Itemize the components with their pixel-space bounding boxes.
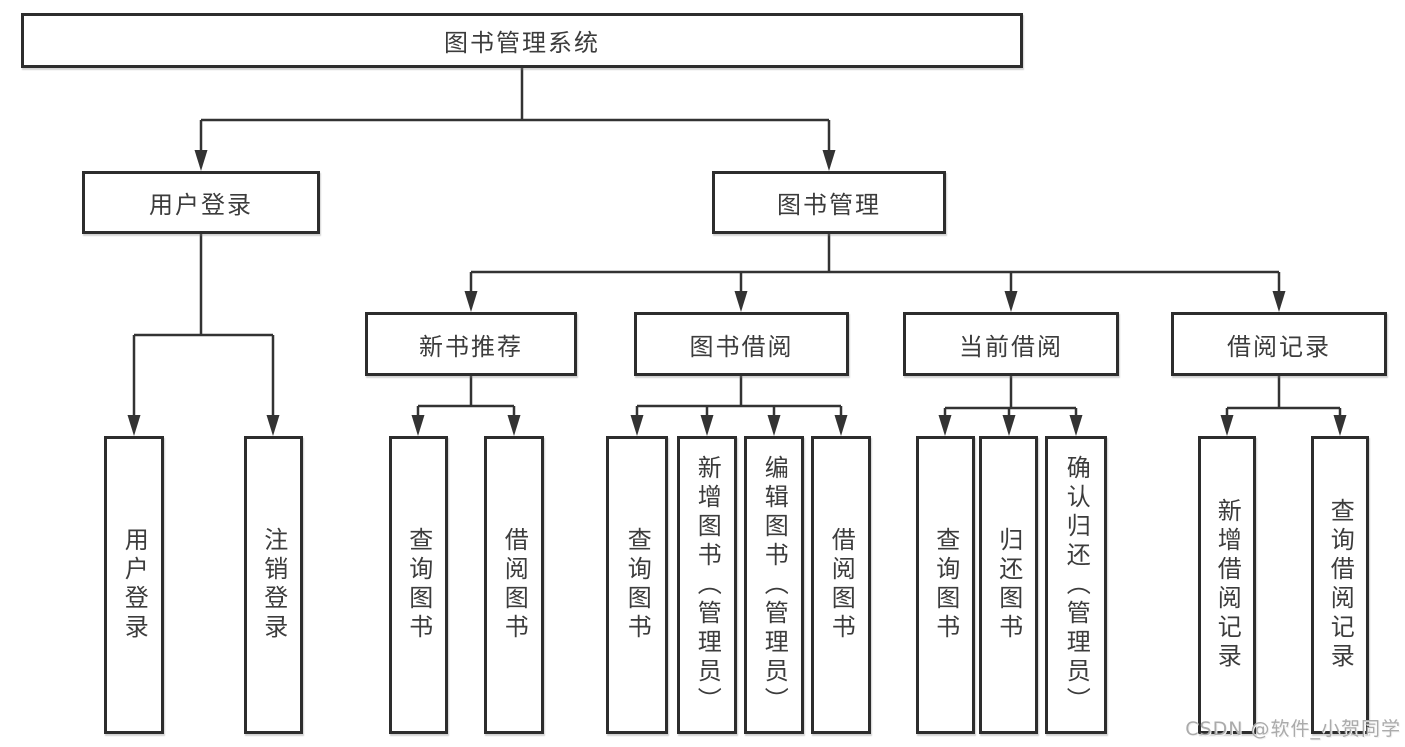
node-add-borrow-record-label: 新增借阅记录	[1213, 498, 1242, 672]
node-bor-query-books: 查询图书	[606, 436, 668, 734]
node-borrowing-records-label: 借阅记录	[1227, 332, 1331, 361]
node-new-book-recommend: 新书推荐	[365, 312, 577, 376]
node-current-borrowing-label: 当前借阅	[959, 332, 1063, 361]
node-new-book-recommend-label: 新书推荐	[419, 332, 523, 361]
node-bor-borrow-books-label: 借阅图书	[827, 527, 856, 643]
node-bor-edit-books-admin-label: 编辑图书（管理员）	[760, 454, 789, 716]
node-cur-confirm-return-admin-label: 确认归还（管理员）	[1062, 454, 1091, 716]
node-logout: 注销登录	[244, 436, 303, 734]
node-cur-query-books-label: 查询图书	[931, 527, 960, 643]
node-rec-borrow-books-label: 借阅图书	[500, 527, 529, 643]
node-cur-confirm-return-admin: 确认归还（管理员）	[1045, 436, 1107, 734]
node-cur-query-books: 查询图书	[916, 436, 975, 734]
node-bor-query-books-label: 查询图书	[623, 527, 652, 643]
node-bor-edit-books-admin: 编辑图书（管理员）	[744, 436, 804, 734]
node-add-borrow-record: 新增借阅记录	[1198, 436, 1256, 734]
node-rec-query-books-label: 查询图书	[404, 527, 433, 643]
node-bor-borrow-books: 借阅图书	[811, 436, 871, 734]
node-book-borrowing-label: 图书借阅	[689, 332, 794, 361]
node-user-login-label: 用户登录	[120, 527, 149, 643]
node-book-management: 图书管理	[712, 171, 946, 234]
node-logout-label: 注销登录	[259, 527, 288, 643]
arrowheads	[127, 150, 1347, 436]
node-rec-query-books: 查询图书	[389, 436, 448, 734]
node-query-borrow-record-label: 查询借阅记录	[1326, 498, 1355, 672]
csdn-watermark: CSDN @软件_小贺同学	[1185, 718, 1401, 740]
node-borrowing-records: 借阅记录	[1171, 312, 1387, 376]
node-cur-return-books-label: 归还图书	[994, 527, 1023, 643]
node-user-login-group: 用户登录	[82, 171, 320, 234]
node-current-borrowing: 当前借阅	[903, 312, 1119, 376]
node-query-borrow-record: 查询借阅记录	[1311, 436, 1369, 734]
node-cur-return-books: 归还图书	[979, 436, 1038, 734]
node-book-borrowing: 图书借阅	[634, 312, 849, 376]
node-user-login: 用户登录	[104, 436, 164, 734]
node-user-login-group-label: 用户登录	[149, 191, 253, 219]
node-library-system-label: 图书管理系统	[444, 29, 600, 57]
node-bor-add-books-admin-label: 新增图书（管理员）	[693, 454, 722, 716]
node-rec-borrow-books: 借阅图书	[484, 436, 544, 734]
node-library-system: 图书管理系统	[21, 13, 1023, 68]
node-book-management-label: 图书管理	[777, 191, 881, 219]
node-bor-add-books-admin: 新增图书（管理员）	[677, 436, 737, 734]
